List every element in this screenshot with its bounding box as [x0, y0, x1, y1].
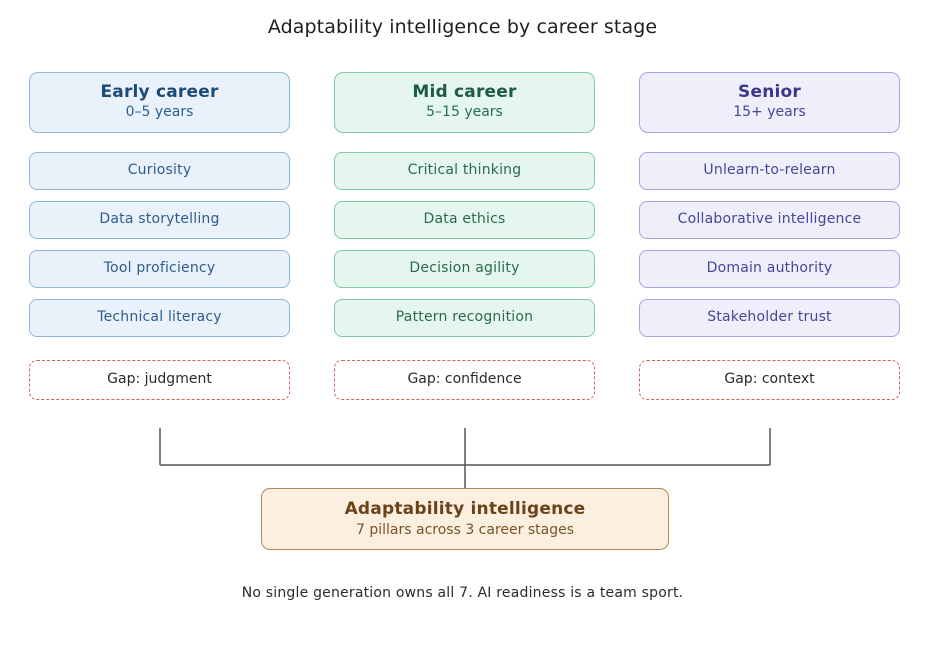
pillar-stakeholder-trust: Stakeholder trust [639, 299, 900, 337]
column-header-early-career: Early career 0–5 years [29, 72, 290, 133]
pillar-pattern-recognition: Pattern recognition [334, 299, 595, 337]
pillar-critical-thinking: Critical thinking [334, 152, 595, 190]
pillar-decision-agility: Decision agility [334, 250, 595, 288]
pillar-curiosity: Curiosity [29, 152, 290, 190]
pillar-data-storytelling: Data storytelling [29, 201, 290, 239]
pillar-domain-authority: Domain authority [639, 250, 900, 288]
pillar-collaborative-intelligence: Collaborative intelligence [639, 201, 900, 239]
gap-context: Gap: context [639, 360, 900, 400]
column-subtitle: 5–15 years [426, 104, 503, 120]
column-subtitle: 15+ years [733, 104, 806, 120]
pillar-data-ethics: Data ethics [334, 201, 595, 239]
column-title: Senior [738, 82, 801, 102]
column-title: Early career [100, 82, 219, 102]
summary-box: Adaptability intelligence 7 pillars acro… [261, 488, 669, 550]
gap-confidence: Gap: confidence [334, 360, 595, 400]
column-header-mid-career: Mid career 5–15 years [334, 72, 595, 133]
pillar-tool-proficiency: Tool proficiency [29, 250, 290, 288]
column-header-senior: Senior 15+ years [639, 72, 900, 133]
footnote: No single generation owns all 7. AI read… [241, 585, 684, 601]
summary-subtitle: 7 pillars across 3 career stages [356, 522, 574, 538]
summary-title: Adaptability intelligence [344, 499, 586, 519]
diagram-title: Adaptability intelligence by career stag… [267, 16, 658, 38]
pillar-technical-literacy: Technical literacy [29, 299, 290, 337]
column-subtitle: 0–5 years [125, 104, 194, 120]
gap-judgment: Gap: judgment [29, 360, 290, 400]
column-title: Mid career [412, 82, 517, 102]
pillar-unlearn-to-relearn: Unlearn-to-relearn [639, 152, 900, 190]
